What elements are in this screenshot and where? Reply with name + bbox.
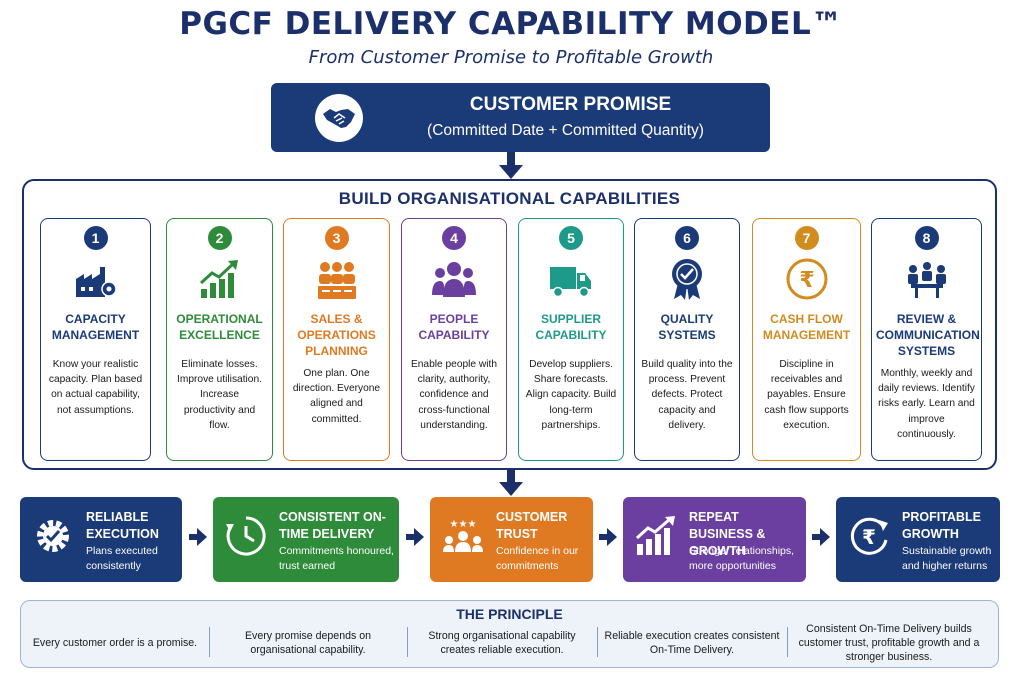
customer-promise-subtitle: (Committed Date + Committed Quantity) (427, 122, 704, 139)
right-arrow-icon (405, 527, 424, 547)
outcome-description: Sustainable growth and higher returns (902, 545, 992, 572)
growth-chart-icon (198, 257, 242, 301)
meeting-icon (905, 257, 949, 301)
principle-title: THE PRINCIPLE (456, 606, 563, 622)
capabilities-heading: BUILD ORGANISATIONAL CAPABILITIES (338, 189, 681, 208)
capability-card-1: 1 CAPACITY MANAGEMENT Know your realistic… (40, 218, 151, 461)
capability-card-6: 6 QUALITY SYSTEMS Build quality into the … (634, 218, 740, 461)
capability-title: SALES & OPERATIONS PLANNING (297, 312, 376, 358)
outcome-box-2: CONSISTENT ON-TIME DELIVERY Commitments h… (213, 497, 399, 582)
truck-icon (549, 257, 593, 301)
people-group-icon (432, 257, 476, 301)
principle-item: Every promise depends on organisational … (244, 630, 372, 656)
capability-description: One plan. One direction. Everyone aligne… (292, 368, 381, 425)
capability-number: 5 (559, 226, 583, 250)
outcome-box-1: RELIABLE EXECUTION Plans executed consist… (20, 497, 182, 582)
capability-card-2: 2 OPERATIONAL EXCELLENCE Eliminate losses… (166, 218, 273, 461)
outcome-title: REPEAT BUSINESS & GROWTH (689, 510, 766, 558)
handshake-icon (315, 94, 363, 142)
capability-card-8: 8 REVIEW & COMMUNICATION SYSTEMS Monthly,… (871, 218, 982, 461)
right-arrow-icon (599, 527, 617, 547)
capability-description: Eliminate losses. Improve utilisation. I… (177, 359, 262, 431)
capability-number: 1 (83, 226, 108, 250)
capability-description: Know your realistic capacity. Plan based… (48, 359, 143, 416)
outcome-box-5: ₹ PROFITABLE GROWTH Sustainable growth and… (836, 497, 1000, 582)
principle-divider (209, 627, 210, 657)
outcome-description: Stronger relationships, more opportuniti… (689, 545, 795, 572)
outcome-title: PROFITABLE GROWTH (902, 510, 981, 541)
down-arrow-icon (499, 152, 523, 179)
capability-description: Enable people with clarity, authority, c… (410, 359, 498, 431)
outcome-description: Commitments honoured, trust earned (279, 545, 394, 572)
capability-description: Discipline in receivables and payables. … (764, 359, 849, 431)
customer-promise-title: CUSTOMER PROMISE (469, 94, 672, 115)
principle-divider (407, 627, 408, 657)
outcome-description: Plans executed consistently (86, 545, 158, 572)
principle-divider (787, 627, 788, 657)
capability-title: SUPPLIER CAPABILITY (535, 312, 607, 342)
principle-divider (597, 627, 598, 657)
rupee-coin-icon: ₹ (785, 257, 829, 301)
capability-number: 8 (914, 226, 939, 250)
capability-number: 7 (794, 226, 819, 250)
outcome-title: CONSISTENT ON-TIME DELIVERY (279, 510, 386, 541)
growth-bars-icon (634, 514, 678, 558)
principle-panel: THE PRINCIPLE Every customer order is a … (20, 600, 999, 668)
rupee-cycle-icon: ₹ (847, 514, 891, 558)
outcome-description: Confidence in our commitments (496, 545, 579, 572)
quality-badge-icon (665, 257, 709, 301)
capability-title: OPERATIONAL EXCELLENCE (176, 312, 263, 342)
capability-number: 3 (324, 226, 349, 250)
capability-number: 2 (207, 226, 232, 250)
capability-title: CASH FLOW MANAGEMENT (762, 312, 851, 342)
capability-number: 6 (675, 226, 699, 250)
team-planning-icon (315, 257, 359, 301)
capability-title: QUALITY SYSTEMS (658, 312, 716, 342)
clock-icon (224, 514, 268, 558)
outcome-title: CUSTOMER TRUST (496, 510, 568, 541)
capability-description: Build quality into the process. Prevent … (641, 359, 733, 431)
capability-title: PEOPLE CAPABILITY (418, 312, 490, 342)
capability-title: CAPACITY MANAGEMENT (51, 312, 140, 342)
factory-gear-icon (74, 257, 118, 301)
right-arrow-icon (188, 527, 207, 547)
page-subtitle: From Customer Promise to Profitable Grow… (308, 47, 714, 68)
capability-card-7: 7 ₹ CASH FLOW MANAGEMENT Discipline in rec… (752, 218, 861, 461)
svg-text:₹: ₹ (799, 268, 814, 293)
page-title: PGCF DELIVERY CAPABILITY MODEL™ (179, 6, 843, 42)
principle-item: Reliable execution creates consistent On… (604, 630, 780, 656)
svg-text:★★★: ★★★ (450, 519, 477, 530)
principle-item: Every customer order is a promise. (32, 637, 198, 649)
capability-description: Monthly, weekly and daily reviews. Ident… (878, 368, 975, 440)
principle-item: Consistent On-Time Delivery builds custo… (798, 623, 980, 663)
customer-stars-icon: ★★★ (441, 514, 485, 558)
capability-title: REVIEW & COMMUNICATION SYSTEMS (876, 312, 980, 358)
outcome-title: RELIABLE EXECUTION (86, 510, 159, 541)
svg-text:₹: ₹ (862, 525, 876, 549)
capability-number: 4 (442, 226, 466, 250)
principle-item: Strong organisational capability creates… (428, 630, 576, 656)
capability-card-3: 3 SALES & OPERATIONS PLANNING One plan. O… (283, 218, 390, 461)
gear-check-icon (31, 514, 75, 558)
capability-description: Develop suppliers. Share forecasts. Alig… (525, 359, 617, 431)
outcome-box-3: ★★★ CUSTOMER TRUST Confidence in our commi… (430, 497, 593, 582)
down-arrow-icon (499, 469, 523, 496)
capability-card-5: 5 SUPPLIER CAPABILITY Develop suppliers. … (518, 218, 624, 461)
capabilities-frame: BUILD ORGANISATIONAL CAPABILITIES 1 CAPA… (22, 179, 997, 470)
right-arrow-icon (812, 527, 830, 547)
capability-card-4: 4 PEOPLE CAPABILITY Enable people with cl… (401, 218, 507, 461)
customer-promise-box: CUSTOMER PROMISE (Committed Date + Commi… (271, 83, 770, 152)
